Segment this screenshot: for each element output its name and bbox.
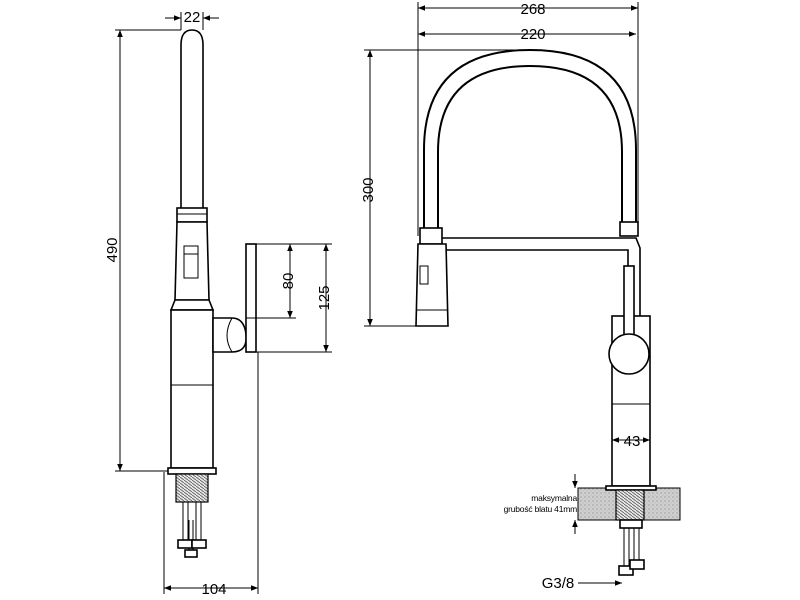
note-max-thickness-2: grubość blatu 41mm [504,504,578,514]
side-hose-nut-2 [191,539,207,549]
side-hose-right [195,502,202,545]
side-hose-nut-3 [184,549,198,558]
front-base-ring [605,485,657,491]
dim-connection: G3/8 [542,575,575,592]
dim-handle-max: 125 [316,285,333,310]
front-hose-arc [423,48,637,236]
note-max-thickness-1: maksymalna [531,493,577,503]
dim-arc-width: 220 [520,26,545,43]
front-spray-arm [439,237,641,319]
front-lever [623,265,635,339]
side-view: 22 490 80 125 104 [104,9,333,598]
front-hose-nut-1 [618,565,634,576]
side-lever [245,243,257,353]
side-spray-head [174,221,210,301]
front-arc-collar [619,221,639,237]
front-spray-collar [419,227,443,245]
side-neck [169,299,215,311]
front-hose-arc-inner [437,64,623,236]
front-view: 268 220 300 43 maksymalna grubość blatu … [360,1,681,592]
side-hose-nut-1 [177,539,193,549]
dim-spout-diameter: 22 [184,9,201,26]
dim-handle-height: 80 [280,273,297,290]
side-spout-tube [180,29,204,211]
front-threaded-shank [615,489,645,521]
front-hose-nut-2 [629,559,645,570]
dim-reach: 104 [201,581,226,598]
front-handle-disc [608,333,650,375]
side-hose-left [182,502,189,545]
front-spray-head [415,243,449,327]
dim-arc-height: 300 [360,177,377,202]
dim-total-height: 490 [104,237,121,262]
side-base-ring [167,467,217,475]
front-nut [619,519,643,529]
side-threaded-shank [175,473,209,503]
side-spray-collar [176,207,208,223]
side-spray-button [183,245,199,279]
dim-base-diameter: 43 [624,433,641,450]
dim-total-width: 268 [520,1,545,18]
side-main-body [170,309,214,469]
front-hose-right [633,528,640,565]
front-hose-left [623,528,630,572]
